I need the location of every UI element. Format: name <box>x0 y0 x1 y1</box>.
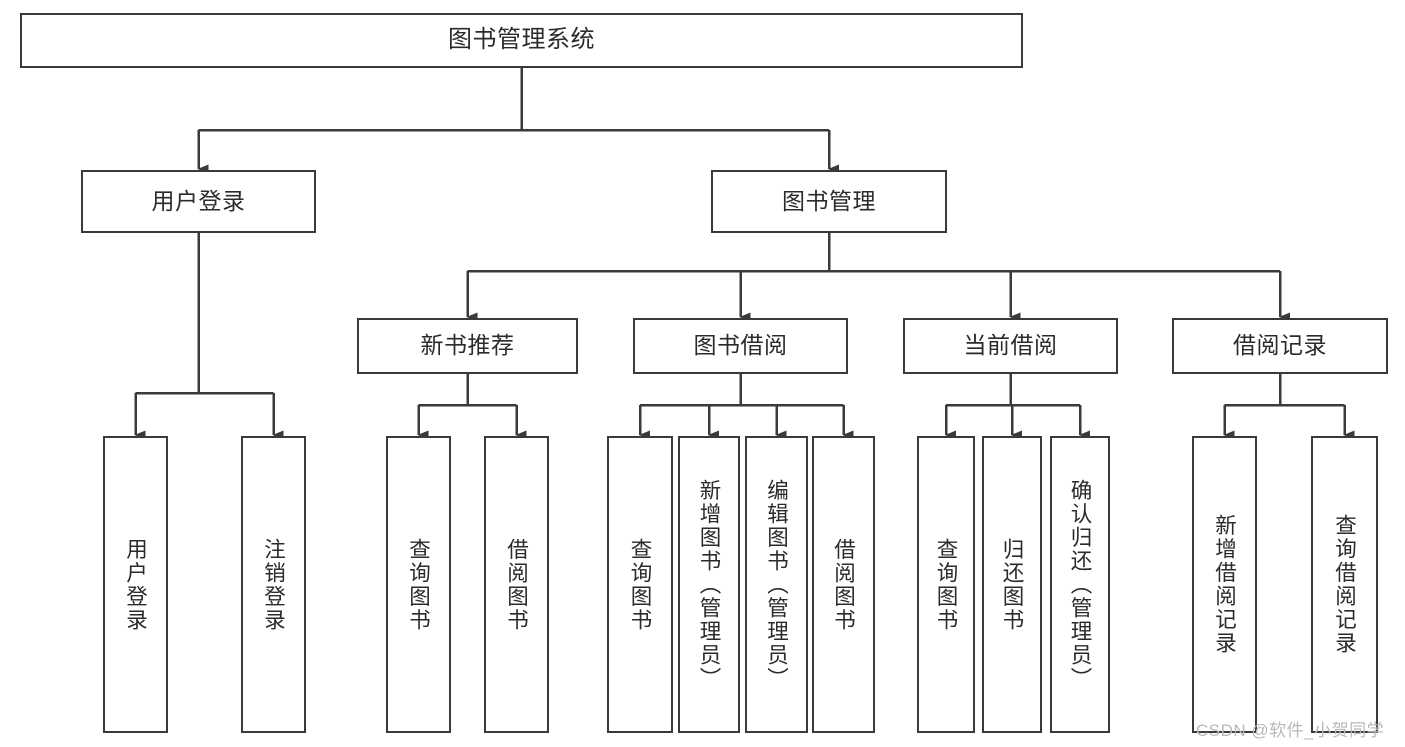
node-leaf-new-1[interactable]: 查询图书 <box>386 436 451 733</box>
node-label: 图书借阅 <box>693 332 788 359</box>
node-leaf-login-2[interactable]: 注销登录 <box>241 436 306 733</box>
node-root[interactable]: 图书管理系统 <box>20 13 1023 68</box>
node-leaf-login-1[interactable]: 用户登录 <box>103 436 168 733</box>
node-leaf-rec-2[interactable]: 查询借阅记录 <box>1311 436 1378 733</box>
node-label: 注销登录 <box>261 537 286 632</box>
node-leaf-bor-4[interactable]: 借阅图书 <box>812 436 875 733</box>
node-leaf-rec-1[interactable]: 新增借阅记录 <box>1192 436 1257 733</box>
node-label: 用户登录 <box>151 187 246 214</box>
node-label: 图书管理 <box>782 187 876 214</box>
node-leaf-bor-1[interactable]: 查询图书 <box>607 436 673 733</box>
node-label: 查询图书 <box>406 537 431 632</box>
node-borrow[interactable]: 图书借阅 <box>633 318 848 374</box>
node-records[interactable]: 借阅记录 <box>1172 318 1388 374</box>
node-login[interactable]: 用户登录 <box>81 170 316 233</box>
node-label: 图书管理系统 <box>448 26 595 54</box>
node-label: 借阅图书 <box>831 537 856 632</box>
node-label: 编辑图书（管理员） <box>764 478 789 691</box>
node-label: 借阅图书 <box>504 537 529 632</box>
node-label: 新书推荐 <box>420 332 515 359</box>
node-leaf-new-2[interactable]: 借阅图书 <box>484 436 549 733</box>
node-label: 归还图书 <box>1000 537 1025 632</box>
node-current[interactable]: 当前借阅 <box>903 318 1118 374</box>
node-label: 当前借阅 <box>963 332 1058 359</box>
node-bookmgmt[interactable]: 图书管理 <box>711 170 947 233</box>
node-newbook[interactable]: 新书推荐 <box>357 318 578 374</box>
edge-group <box>134 68 1355 440</box>
node-label: 查询图书 <box>934 537 959 632</box>
node-leaf-bor-3[interactable]: 编辑图书（管理员） <box>745 436 808 733</box>
node-leaf-cur-3[interactable]: 确认归还（管理员） <box>1050 436 1110 733</box>
node-label: 借阅记录 <box>1233 332 1327 359</box>
csdn-watermark: CSDN @软件_小贺同学 <box>1196 721 1385 740</box>
node-label: 确认归还（管理员） <box>1068 478 1093 691</box>
node-label: 用户登录 <box>123 537 148 632</box>
node-label: 新增借阅记录 <box>1212 514 1237 655</box>
node-leaf-bor-2[interactable]: 新增图书（管理员） <box>678 436 740 733</box>
node-leaf-cur-1[interactable]: 查询图书 <box>917 436 975 733</box>
node-label: 新增图书（管理员） <box>697 478 722 691</box>
node-leaf-cur-2[interactable]: 归还图书 <box>982 436 1042 733</box>
node-label: 查询借阅记录 <box>1332 514 1357 655</box>
node-label: 查询图书 <box>628 537 653 632</box>
